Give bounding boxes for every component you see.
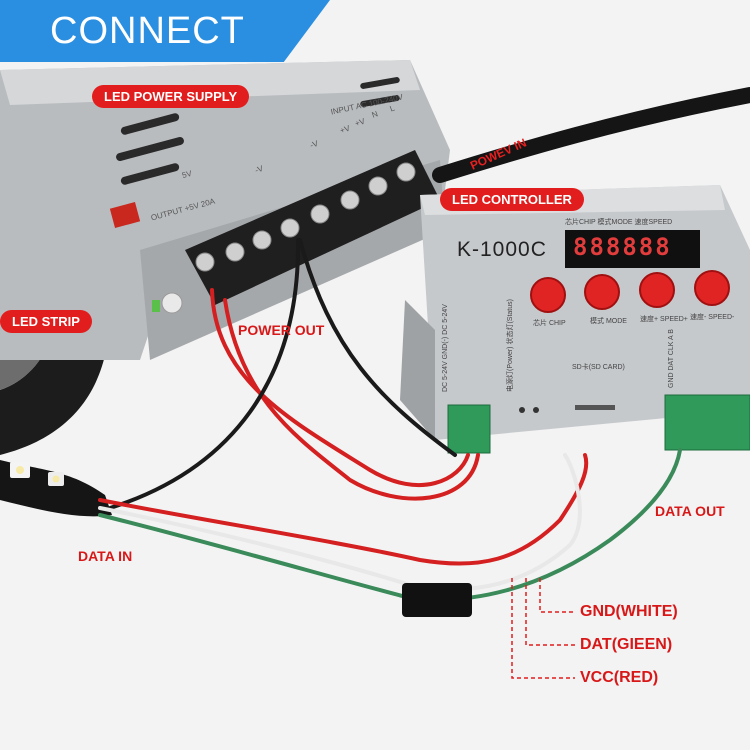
controller-display: 888888	[573, 233, 672, 261]
tag-led-strip: LED STRIP	[0, 310, 92, 333]
port-power-label: DC 5-24V GND(-) DC 5-24V	[442, 304, 449, 392]
tag-led-power-supply: LED POWER SUPPLY	[92, 85, 250, 108]
controller-header: 芯片CHIP 模式MODE 速度SPEED	[565, 219, 673, 226]
controller-button-chip: 芯片 CHIP	[533, 320, 566, 327]
banner-title: CONNECT	[50, 10, 245, 52]
port-status-label: 电源灯(Power) 状态灯(Status)	[507, 299, 514, 392]
controller-button-mode: 模式 MODE	[590, 318, 627, 325]
controller-button-speed-up: 速度+ SPEED+	[640, 316, 688, 323]
label-vcc-red: VCC(RED)	[580, 669, 659, 686]
label-data-out: DATA OUT	[655, 503, 725, 519]
port-out-label: GND DAT CLK A B	[668, 329, 675, 388]
label-data-in: DATA IN	[78, 548, 133, 564]
connector-plug	[402, 583, 472, 617]
led-controller-box	[400, 185, 750, 454]
sd-card-label: SD卡(SD CARD)	[572, 364, 625, 371]
controller-button-speed-down: 速度- SPEED-	[690, 314, 735, 321]
tag-led-controller: LED CONTROLLER	[440, 188, 584, 211]
label-dat-green: DAT(GIEEN)	[580, 636, 673, 653]
power-supply	[0, 60, 450, 360]
connect-banner: CONNECT	[0, 0, 330, 62]
controller-model: K-1000C	[457, 238, 547, 261]
label-power-out: POWER OUT	[238, 322, 325, 338]
label-gnd-white: GND(WHITE)	[580, 603, 678, 620]
